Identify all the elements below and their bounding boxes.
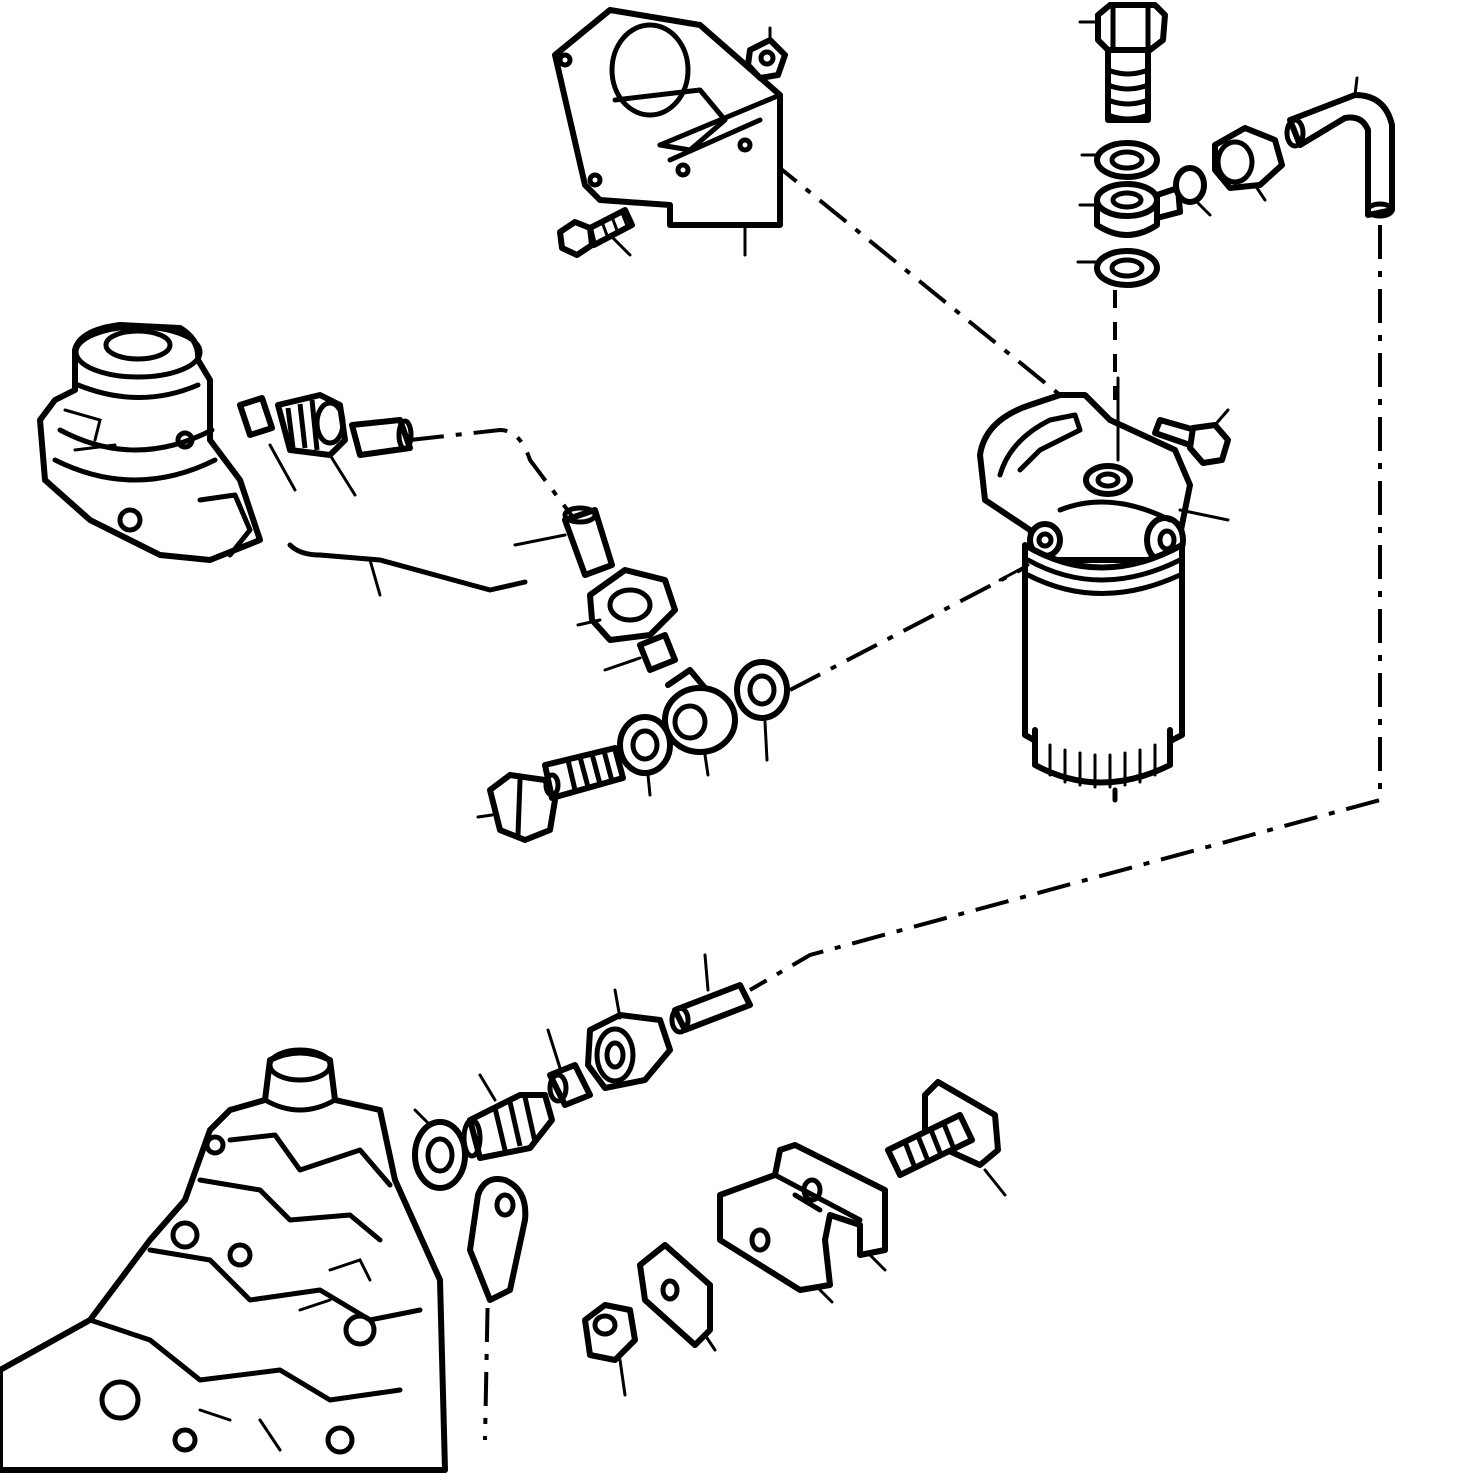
pump-connector-low [461, 1073, 555, 1161]
bracket-bolt [557, 207, 635, 258]
filter-head-bolt [1152, 408, 1231, 466]
pipe-clamp [717, 1142, 888, 1304]
mounting-bracket [552, 7, 783, 228]
centerline-filter-to-banjo [789, 563, 1031, 692]
pump-washer [412, 1108, 468, 1191]
clip-bolt [885, 1079, 1007, 1197]
nut-top [1212, 125, 1285, 202]
centerline-bracket-to-filter [768, 158, 1062, 397]
feed-pump [37, 322, 263, 563]
banjo-fitting-mid [662, 667, 738, 777]
pump-sleeve [237, 395, 297, 492]
pump-pipe [287, 417, 577, 597]
sleeve-low [669, 953, 753, 1035]
fuel-filter-head [977, 376, 1230, 565]
sleeve-top [1173, 165, 1212, 217]
washer-mid-1 [617, 714, 673, 797]
washer-top-1 [1080, 140, 1160, 180]
clamp-nut [582, 1302, 638, 1397]
filter-bowl [998, 542, 1185, 803]
pipe-sleeve-mid [513, 505, 615, 578]
pump-lever [467, 1176, 529, 1303]
banjo-bolt-top [1078, 2, 1168, 123]
insert-low [546, 1028, 593, 1108]
injection-pump [0, 1047, 448, 1473]
washer-mid-2 [734, 659, 790, 762]
clamp-plate [637, 1242, 717, 1352]
banjo-fitting-top [1078, 181, 1183, 238]
insert-mid [603, 632, 678, 673]
return-pipe [1284, 76, 1395, 219]
nut-mid [576, 567, 678, 643]
nut-low [585, 988, 673, 1091]
centerline-return-pipe [748, 225, 1382, 992]
bracket-nut [745, 26, 788, 81]
washer-top-2 [1076, 248, 1160, 288]
pump-connector [275, 392, 357, 497]
centerline-pump-lever [483, 1179, 492, 1441]
banjo-bolt-mid [476, 745, 626, 843]
